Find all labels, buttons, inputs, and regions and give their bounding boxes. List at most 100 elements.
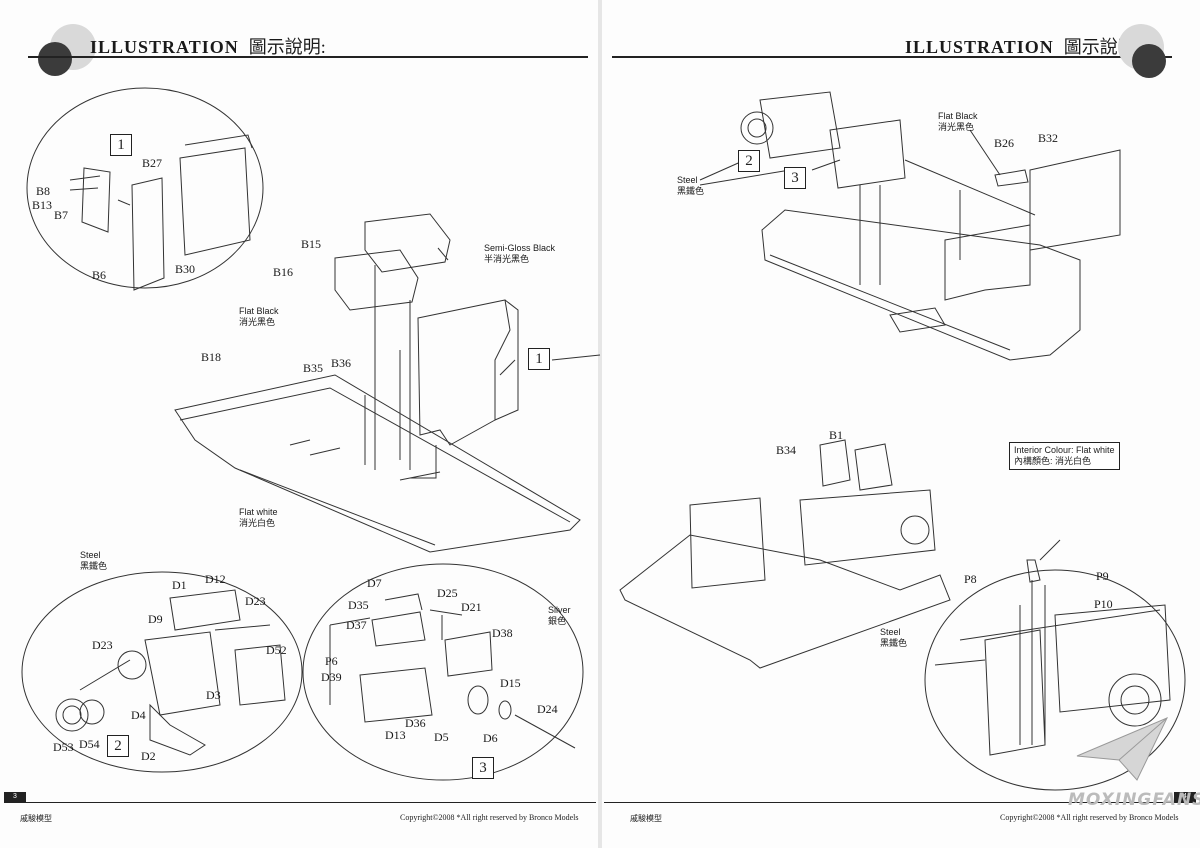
left-page-title: ILLUSTRATION 圖示說明: <box>90 33 326 59</box>
part-label: D37 <box>346 618 367 632</box>
part-label: D54 <box>79 737 100 751</box>
left-title-cn: 圖示說明: <box>248 37 326 57</box>
right-page-number: 4 <box>1174 792 1196 802</box>
paint-note-cn: 銀色 <box>548 616 567 626</box>
part-label: P9 <box>1096 569 1109 583</box>
part-label: D23 <box>92 638 113 652</box>
header-disc-dark-right <box>1132 44 1166 78</box>
left-title-text: ILLUSTRATION <box>90 37 239 57</box>
paint-note-steel-right: Steel 黑鐵色 <box>677 175 704 197</box>
part-label: D12 <box>205 572 226 586</box>
paint-note-text: Flat Black <box>938 111 978 121</box>
paint-note-text: Flat Black <box>239 306 279 316</box>
header-disc-dark-left <box>38 42 72 76</box>
paint-note-semi-gloss: Semi-Gloss Black 半消光黑色 <box>484 243 555 265</box>
detail-circle-pedals <box>924 569 1186 791</box>
paint-note-text: Steel <box>880 627 901 637</box>
part-label: D1 <box>172 578 187 592</box>
part-label: D53 <box>53 740 74 754</box>
part-label: B18 <box>201 350 222 364</box>
paint-note-cn: 半消光黑色 <box>484 254 530 264</box>
part-label: D9 <box>148 612 163 626</box>
paint-note-cn: 消光白色 <box>239 518 276 528</box>
part-label: D52 <box>266 643 287 657</box>
part-label: B27 <box>142 156 163 170</box>
part-label: B36 <box>331 356 352 370</box>
paint-note-text: Silver <box>548 605 571 615</box>
engine-unit-3 <box>829 119 906 189</box>
part-label: B15 <box>301 237 322 251</box>
engine-unit-2 <box>759 91 841 159</box>
part-label: B1 <box>829 428 844 442</box>
part-label: D23 <box>245 594 266 608</box>
paint-note-cn: 黑鐵色 <box>677 186 705 196</box>
watermark: MOXINGFANS.COM <box>1068 790 1200 810</box>
part-label: D6 <box>483 731 498 745</box>
detail-circle-step2 <box>21 571 303 773</box>
part-b26 <box>994 169 1029 187</box>
hull-floor-right-top <box>761 209 1081 361</box>
part-label: B32 <box>1038 131 1059 145</box>
part-label: B30 <box>175 262 196 276</box>
part-label: D4 <box>131 708 146 722</box>
part-label: P6 <box>325 654 338 668</box>
part-label: P8 <box>964 572 977 586</box>
left-page-number: 3 <box>4 792 26 802</box>
step-box-2-right: 2 <box>738 150 760 172</box>
paint-note-text: Semi-Gloss Black <box>484 243 556 253</box>
book-spine <box>598 0 602 848</box>
part-label: D3 <box>206 688 221 702</box>
part-label: B6 <box>92 268 107 282</box>
detail-circle-step1 <box>26 87 264 289</box>
part-label: B34 <box>776 443 797 457</box>
paint-note-flat-white: Flat white 消光白色 <box>239 507 278 529</box>
left-footer-rule <box>4 802 596 803</box>
right-title-text: ILLUSTRATION <box>905 37 1054 57</box>
paint-note-flat-black: Flat Black 消光黑色 <box>239 306 279 328</box>
part-label: B35 <box>303 361 324 375</box>
left-footer-brand: 戚駿模型 <box>20 814 52 823</box>
right-header-rule <box>612 56 1172 58</box>
part-label: D39 <box>321 670 342 684</box>
paint-note-steel: Steel 黑鐵色 <box>80 550 107 572</box>
left-footer-copyright: Copyright©2008 *All right reserved by Br… <box>400 813 579 822</box>
part-label: D36 <box>405 716 426 730</box>
step-box-3: 3 <box>472 757 494 779</box>
left-header-rule <box>28 56 588 58</box>
detail-circle-step3 <box>302 563 584 781</box>
step-box-2: 2 <box>107 735 129 757</box>
paint-note-text: Flat white <box>239 507 278 517</box>
part-label: D24 <box>537 702 558 716</box>
seat-b16 <box>334 249 419 311</box>
paint-note-text: Steel <box>677 175 698 185</box>
part-label: D7 <box>367 576 382 590</box>
right-footer-copyright: Copyright©2008 *All right reserved by Br… <box>1000 813 1179 822</box>
part-label: D5 <box>434 730 449 744</box>
paint-note-cn: 消光黑色 <box>239 317 276 327</box>
right-page <box>602 0 1200 848</box>
paint-note-steel-pedals: Steel 黑鐵色 <box>880 627 907 649</box>
part-label: B26 <box>994 136 1015 150</box>
interior-colour-box: Interior Colour: Flat white 內構顏色: 消光白色 <box>1009 442 1120 470</box>
paint-note-cn: 消光黑色 <box>938 122 975 132</box>
paper-plane-logo-icon <box>1076 717 1169 781</box>
paint-note-text: Steel <box>80 550 101 560</box>
hull-floor-left <box>174 374 581 553</box>
part-label: B7 <box>54 208 69 222</box>
paint-note-cn: 黑鐵色 <box>80 561 108 571</box>
interior-colour-text: Interior Colour: Flat white <box>1014 445 1115 455</box>
part-label: B16 <box>273 265 294 279</box>
paint-note-cn: 黑鐵色 <box>880 638 908 648</box>
part-label: D21 <box>461 600 482 614</box>
paint-note-silver: Silver 銀色 <box>548 605 571 627</box>
part-label: B13 <box>32 198 53 212</box>
step-box-3-right: 3 <box>784 167 806 189</box>
plate-b32 <box>1029 149 1121 251</box>
step-box-1-main: 1 <box>528 348 550 370</box>
part-label: B8 <box>36 184 51 198</box>
interior-colour-cn: 內構顏色: 消光白色 <box>1014 456 1092 466</box>
paint-note-flat-black-right: Flat Black 消光黑色 <box>938 111 978 133</box>
part-label: D35 <box>348 598 369 612</box>
part-label: D13 <box>385 728 406 742</box>
